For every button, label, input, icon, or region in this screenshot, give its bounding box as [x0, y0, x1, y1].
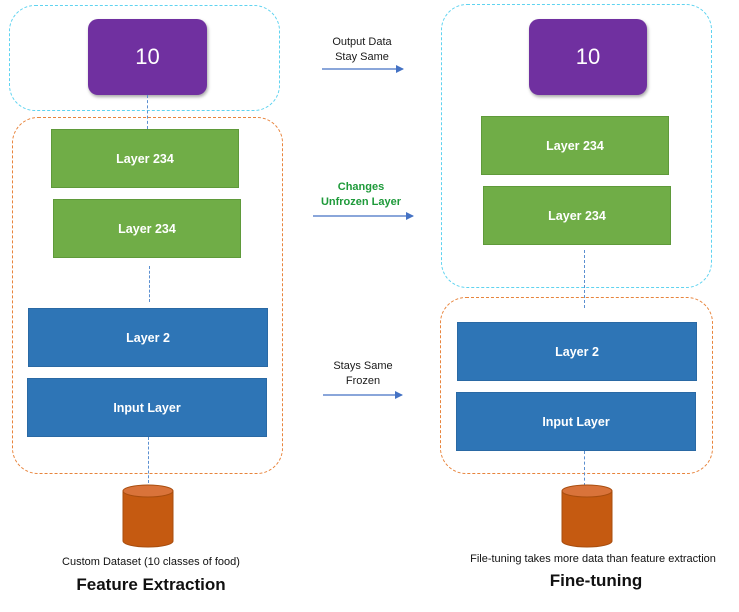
right-title: Fine-tuning — [549, 571, 643, 590]
left-input-layer: Input Layer — [27, 378, 267, 437]
arrow-label-output: Output Data Stay Same — [312, 35, 412, 65]
right-layer-2: Layer 2 — [457, 322, 697, 381]
arrow-label-output-line2: Stay Same — [335, 51, 389, 63]
right-frozen-group — [440, 297, 713, 474]
left-title: Feature Extraction — [76, 575, 226, 594]
right-layer-234-top: Layer 234 — [481, 116, 669, 175]
right-database-icon — [561, 484, 613, 548]
right-layer-234-mid: Layer 234 — [483, 186, 671, 245]
left-layer-234-mid: Layer 234 — [53, 199, 241, 258]
right-connector-2 — [584, 451, 585, 486]
right-output-node: 10 — [529, 19, 647, 95]
right-input-layer: Input Layer — [456, 392, 696, 451]
right-connector-1 — [584, 250, 585, 308]
arrow-label-changes: Changes Unfrozen Layer — [306, 180, 416, 210]
right-unfrozen-group — [441, 4, 712, 288]
arrow-label-changes-line1: Changes — [337, 181, 385, 193]
left-connector-2 — [149, 266, 150, 302]
left-caption: Custom Dataset (10 classes of food) — [62, 556, 240, 568]
right-caption: File-tuning takes more data than feature… — [470, 553, 716, 565]
left-output-node: 10 — [88, 19, 207, 95]
left-layer-234-top: Layer 234 — [51, 129, 239, 188]
arrow-label-frozen: Stays Same Frozen — [313, 359, 413, 389]
left-layer-2: Layer 2 — [28, 308, 268, 367]
arrow-label-changes-line2: Unfrozen Layer — [320, 196, 402, 208]
left-output-group — [9, 5, 280, 111]
arrow-label-output-line1: Output Data — [332, 36, 392, 48]
arrow-label-frozen-line2: Frozen — [345, 375, 381, 387]
arrow-label-frozen-line1: Stays Same — [333, 360, 393, 372]
left-database-icon — [122, 484, 174, 548]
left-connector-1 — [147, 95, 148, 129]
left-connector-3 — [148, 437, 149, 483]
